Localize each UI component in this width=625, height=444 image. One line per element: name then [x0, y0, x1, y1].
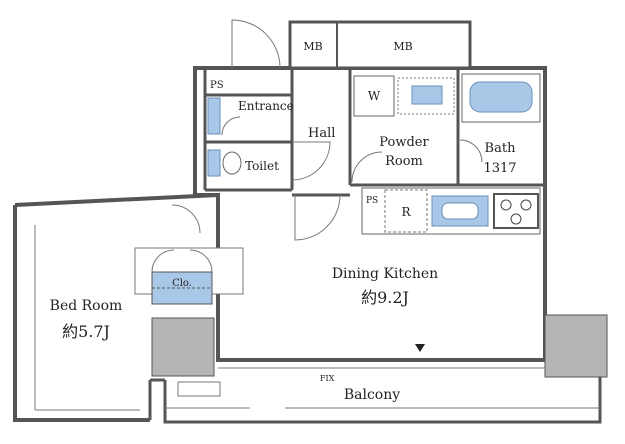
powder-door: [351, 151, 383, 183]
ps-kitchen-label: PS: [366, 196, 378, 206]
toilet-fixture: [207, 149, 242, 177]
column-left: [151, 317, 215, 377]
bath-label-1: Bath: [485, 141, 517, 156]
bed-room-label: Bed Room: [50, 298, 123, 314]
hall-label: Hall: [308, 126, 335, 141]
bathtub: [461, 73, 541, 123]
hall-doors: [291, 141, 341, 241]
powder-label-2: Room: [385, 154, 423, 169]
bath-door: [459, 139, 483, 163]
balcony-area: [165, 367, 600, 409]
bath-label-2: 1317: [483, 161, 516, 176]
clo-label: Clo.: [172, 278, 192, 289]
closet: Clo.: [134, 204, 244, 305]
bed-size-label: 約5.7J: [62, 322, 110, 341]
column-right: [544, 314, 608, 378]
mb-right-label: MB: [393, 40, 412, 53]
dining-size-label: 約9.2J: [361, 288, 409, 307]
balcony-label: Balcony: [344, 387, 400, 403]
mb-left-label: MB: [303, 40, 322, 53]
washer-area: W: [353, 75, 455, 117]
meter-boxes: MB MB: [288, 20, 472, 70]
ps-entrance-box: PS: [207, 80, 241, 136]
r-label: R: [401, 205, 411, 219]
powder-label-1: Powder: [379, 135, 429, 150]
toilet-label: Toilet: [245, 159, 279, 173]
fix-label: FIX: [320, 374, 335, 383]
north-marker: [415, 344, 425, 352]
w-label: W: [368, 89, 381, 103]
entrance-label: Entrance: [238, 99, 294, 113]
entrance-door: [231, 19, 281, 69]
kitchen-counter: PS R: [361, 187, 541, 235]
dining-kitchen-label: Dining Kitchen: [332, 266, 438, 282]
ps-entrance-label: PS: [210, 80, 224, 91]
